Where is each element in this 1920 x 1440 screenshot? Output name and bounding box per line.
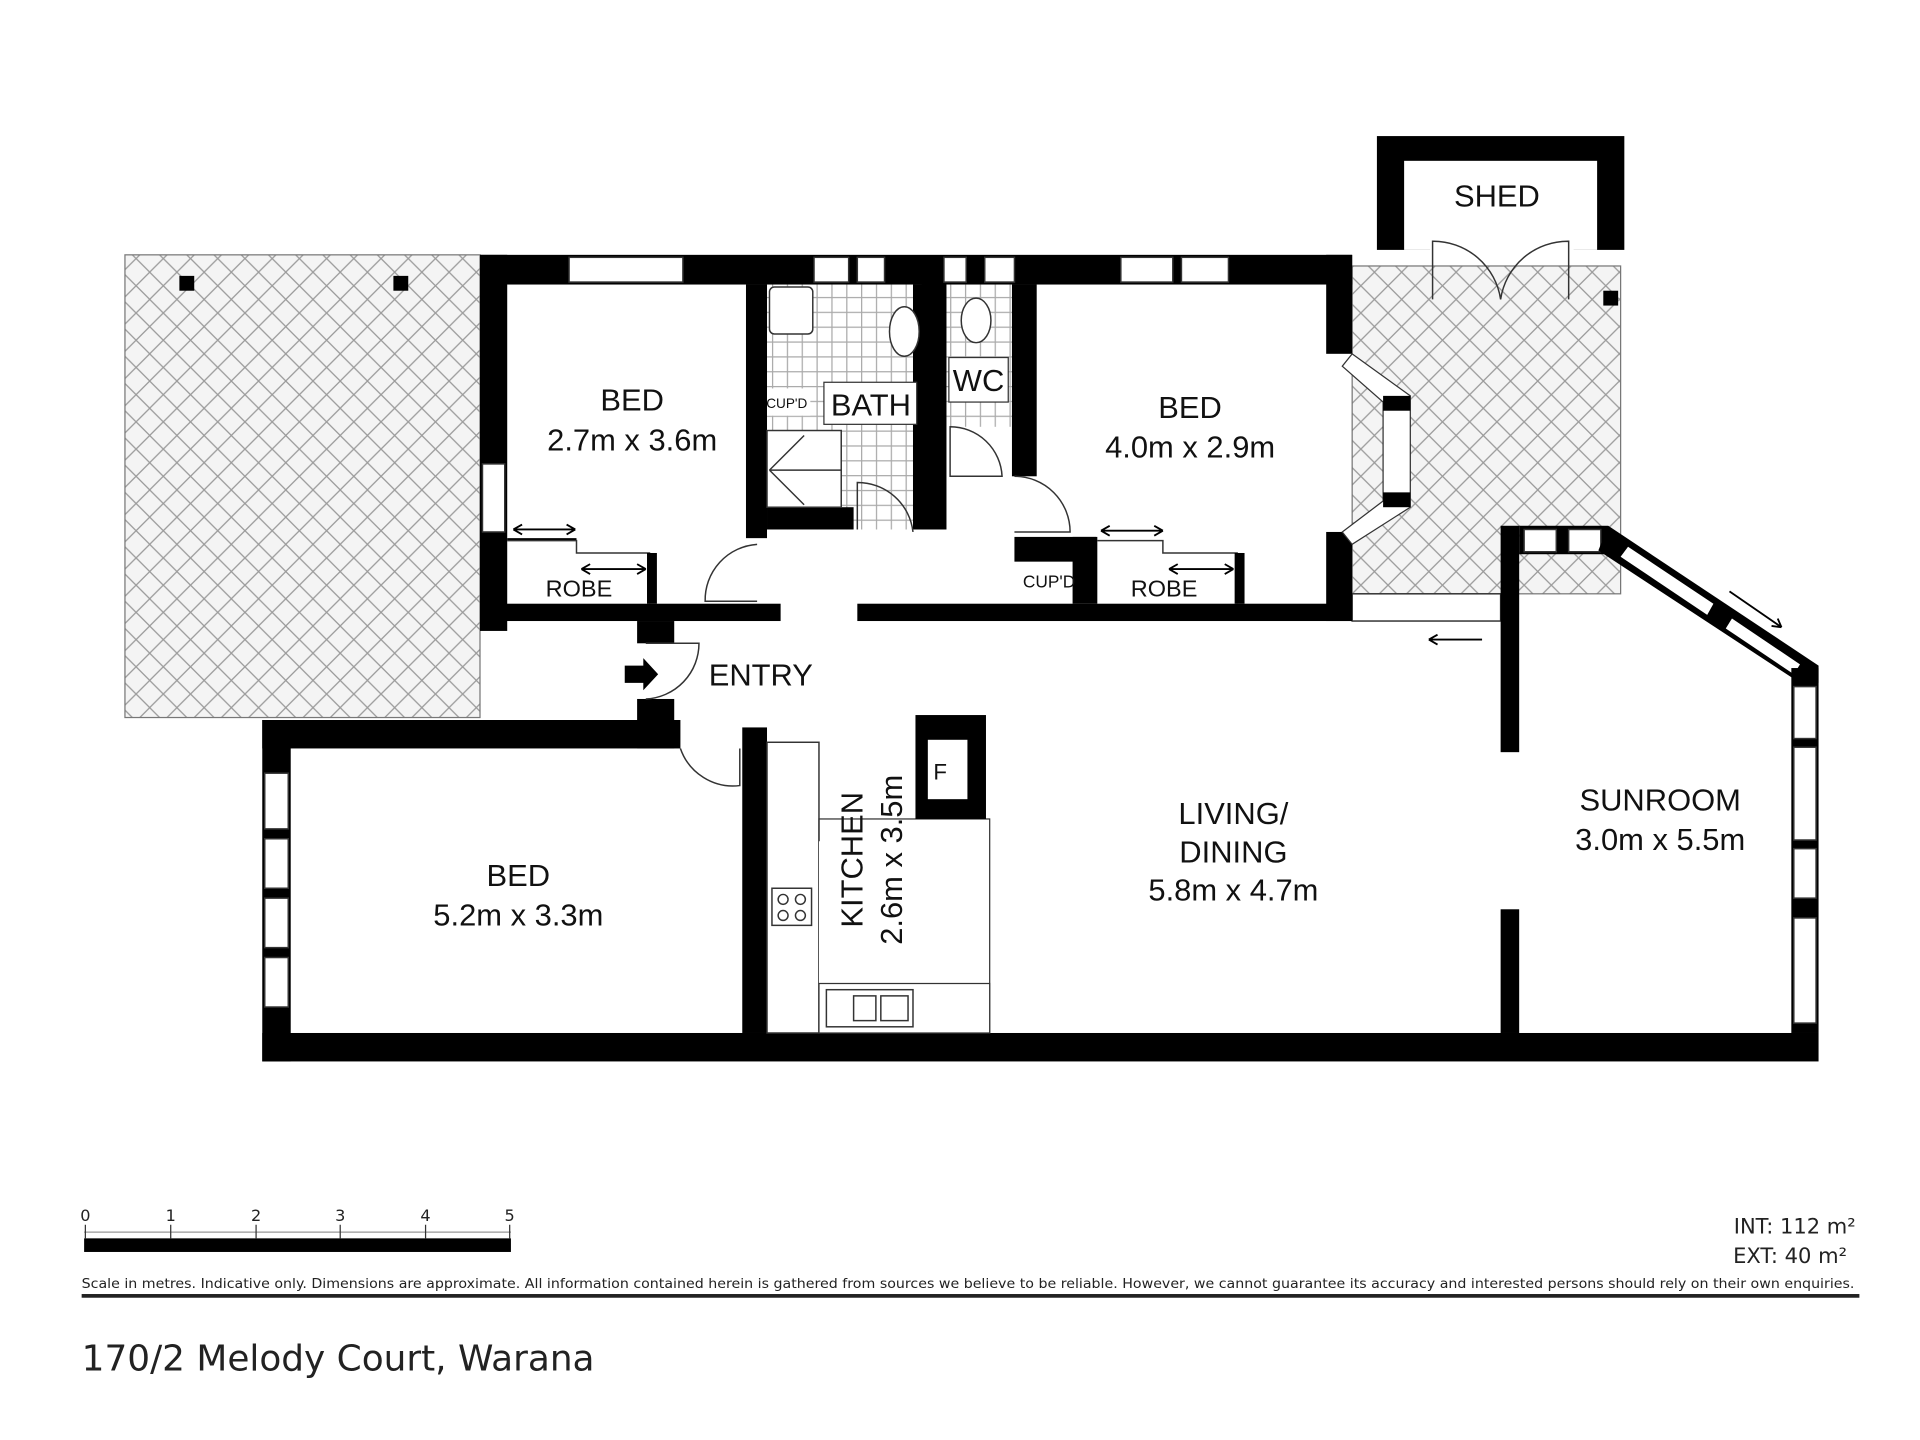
shed-label: SHED <box>1454 179 1540 214</box>
bed3-label: BED <box>487 858 551 893</box>
scale-tick: 3 <box>335 1206 345 1225</box>
robe2-label: ROBE <box>1131 575 1198 601</box>
sunroom-label: SUNROOM <box>1580 782 1741 817</box>
wc-label: WC <box>953 363 1005 398</box>
shed: SHED <box>1376 136 1625 300</box>
cooktop <box>771 887 813 927</box>
bed2-label: BED <box>1158 390 1222 425</box>
internal-area: INT: 112 m² <box>1734 1213 1856 1238</box>
doors <box>624 426 1071 787</box>
basin <box>888 306 920 358</box>
living-size: 5.8m x 4.7m <box>1148 873 1318 908</box>
bed1-label: BED <box>600 383 664 418</box>
sunroom-size: 3.0m x 5.5m <box>1575 822 1745 857</box>
living-label-line2: DINING <box>1179 834 1287 869</box>
divider <box>81 1294 1860 1298</box>
bed1-size: 2.7m x 3.6m <box>547 422 717 457</box>
bed3-size: 5.2m x 3.3m <box>433 897 603 932</box>
scale-tick: 4 <box>420 1206 430 1225</box>
robe1-label: ROBE <box>546 575 613 601</box>
bed2-size: 4.0m x 2.9m <box>1105 430 1275 465</box>
scale-tick: 0 <box>80 1206 90 1225</box>
bath-label: BATH <box>831 388 911 423</box>
kitchen-label: KITCHEN <box>834 792 869 928</box>
shower <box>766 429 842 508</box>
left-deck <box>124 254 481 719</box>
room-labels: BED 2.7m x 3.6m BATH CUP'D WC BED 4.0m x… <box>433 356 1745 945</box>
entry-label: ENTRY <box>709 657 813 692</box>
vanity <box>768 286 814 335</box>
scale-bar: 0 1 2 3 4 5 <box>80 1206 515 1252</box>
cupd2-label: CUP'D <box>1023 572 1075 592</box>
walls <box>262 254 1819 1062</box>
scale-tick: 2 <box>251 1206 261 1225</box>
sliding-door-arrows <box>512 523 1783 646</box>
fixtures: F <box>766 286 992 1034</box>
entry-arrow-icon <box>624 658 659 691</box>
living-label-line1: LIVING/ <box>1178 796 1288 831</box>
toilet <box>960 297 992 344</box>
kitchen-size: 2.6m x 3.5m <box>874 775 909 945</box>
cupd1-label: CUP'D <box>766 396 807 411</box>
disclaimer: Scale in metres. Indicative only. Dimens… <box>82 1277 1855 1292</box>
scale-tick: 1 <box>166 1206 176 1225</box>
fridge-label: F <box>933 759 947 784</box>
address: 170/2 Melody Court, Warana <box>82 1339 595 1380</box>
scale-tick: 5 <box>505 1206 515 1225</box>
external-area: EXT: 40 m² <box>1733 1243 1847 1268</box>
